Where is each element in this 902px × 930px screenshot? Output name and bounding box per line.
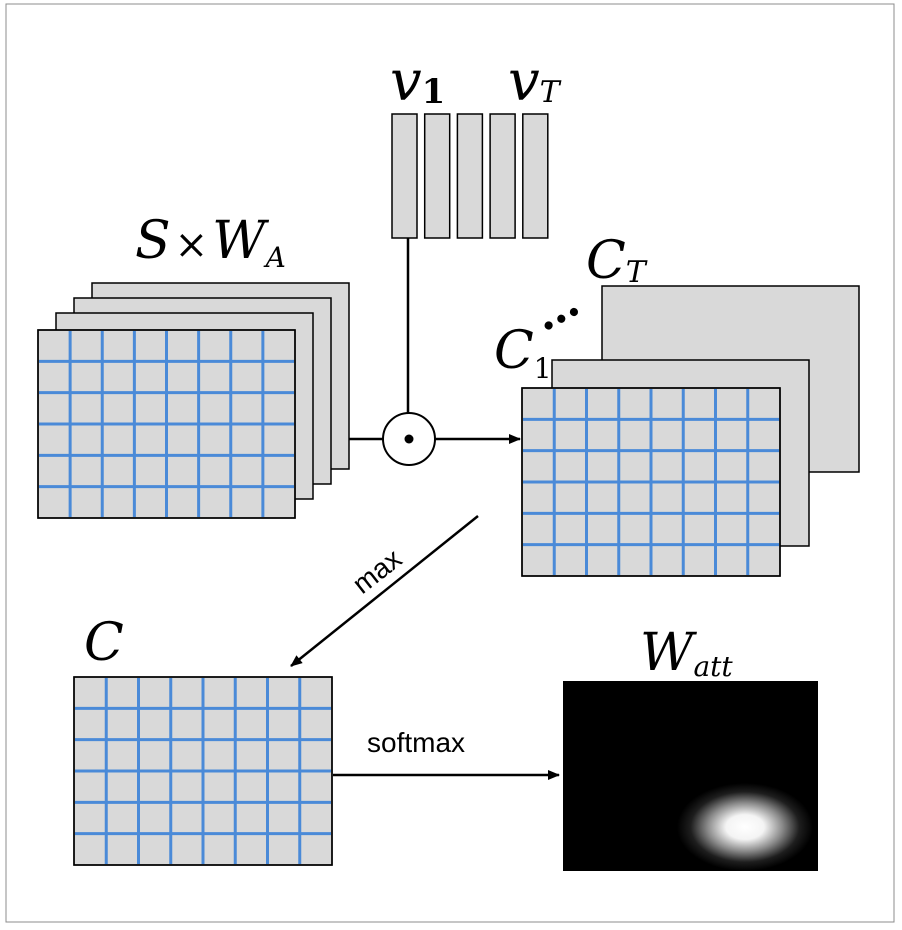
c1-map — [521, 387, 781, 577]
c-map — [73, 676, 333, 866]
vector-bar — [456, 113, 484, 239]
softmax-label: softmax — [367, 727, 465, 758]
attention-heatmap — [563, 681, 818, 871]
grid-map-border — [37, 329, 296, 519]
vector-bar — [489, 113, 516, 239]
feature-map-front — [37, 329, 296, 519]
feature-map-stack — [37, 282, 350, 519]
attention-spot — [677, 783, 813, 871]
max-arrow — [290, 515, 479, 667]
vector-stack — [391, 113, 549, 239]
vector-bar — [391, 113, 418, 239]
watt-label: Watt — [640, 623, 733, 683]
c-label: C — [84, 613, 124, 673]
grid-map-border — [73, 676, 333, 866]
vector-bar — [423, 113, 451, 239]
v1-label: v1 — [390, 49, 445, 114]
s-times-wa-label: S×WA — [135, 211, 286, 274]
grid-map-border — [521, 387, 781, 577]
c1-label: C1 — [494, 321, 552, 385]
c-stack — [521, 285, 860, 577]
vT-label: vT — [508, 49, 562, 114]
ct-label: CT — [586, 231, 648, 291]
vector-bar — [522, 113, 549, 239]
dot-product-circle-icon — [382, 412, 436, 466]
